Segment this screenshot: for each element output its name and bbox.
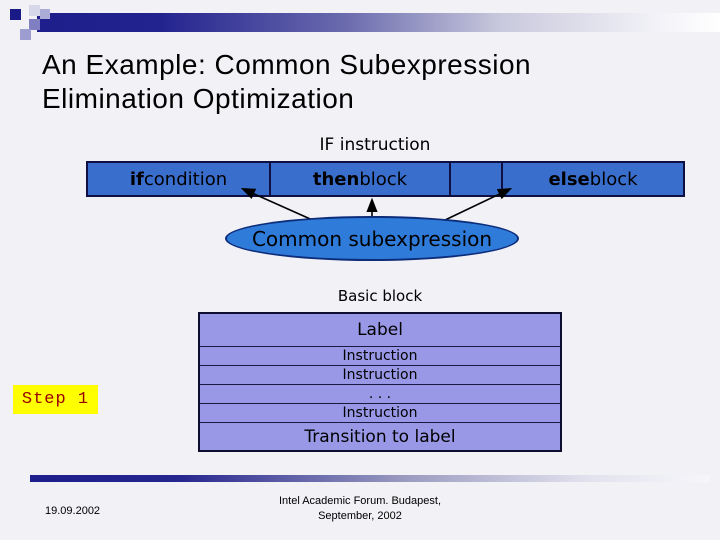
empty-cell: [449, 163, 501, 195]
top-gradient-bar: [37, 13, 720, 32]
common-subexpression-ellipse: Common subexpression: [225, 216, 519, 261]
step-badge: Step 1: [13, 385, 98, 414]
slide-title: An Example: Common Subexpression Elimina…: [42, 49, 532, 114]
deco-square-dark: [10, 9, 21, 20]
deco-square-medium: [40, 9, 50, 19]
table-row-ellipsis: . . .: [200, 384, 560, 403]
else-keyword: else: [548, 168, 590, 190]
if-condition-cell: if condition: [88, 163, 269, 195]
table-row-label: Label: [357, 320, 403, 340]
else-block-cell: else block: [501, 163, 683, 195]
table-row-instruction: Instruction: [200, 346, 560, 365]
if-instruction-label: IF instruction: [319, 135, 431, 155]
bottom-gradient-bar: [30, 475, 710, 482]
common-subexpression-label: Common subexpression: [251, 226, 493, 251]
basic-block-table: Label Instruction Instruction . . . Inst…: [198, 312, 562, 452]
basic-block-caption: Basic block: [337, 287, 423, 305]
deco-square-light: [29, 5, 40, 16]
if-condition-text: condition: [143, 168, 228, 190]
then-block-cell: then block: [269, 163, 449, 195]
then-keyword: then: [312, 168, 360, 190]
table-row-instruction: Instruction: [200, 365, 560, 384]
footer-venue: Intel Academic Forum. Budapest, Septembe…: [235, 494, 485, 524]
table-row-instruction: Instruction: [200, 403, 560, 422]
deco-square-blue: [29, 19, 40, 30]
if-keyword: if: [129, 168, 144, 190]
footer-date: 19.09.2002: [45, 505, 101, 517]
then-block-text: block: [359, 168, 408, 190]
if-instruction-bar: if condition then block else block: [86, 161, 685, 197]
table-row-transition: Transition to label: [200, 422, 560, 450]
deco-square-purple: [20, 29, 31, 40]
else-block-text: block: [589, 168, 638, 190]
footer-venue-line1: Intel Academic Forum. Budapest,: [278, 495, 442, 507]
footer-venue-line2: September, 2002: [318, 510, 402, 522]
